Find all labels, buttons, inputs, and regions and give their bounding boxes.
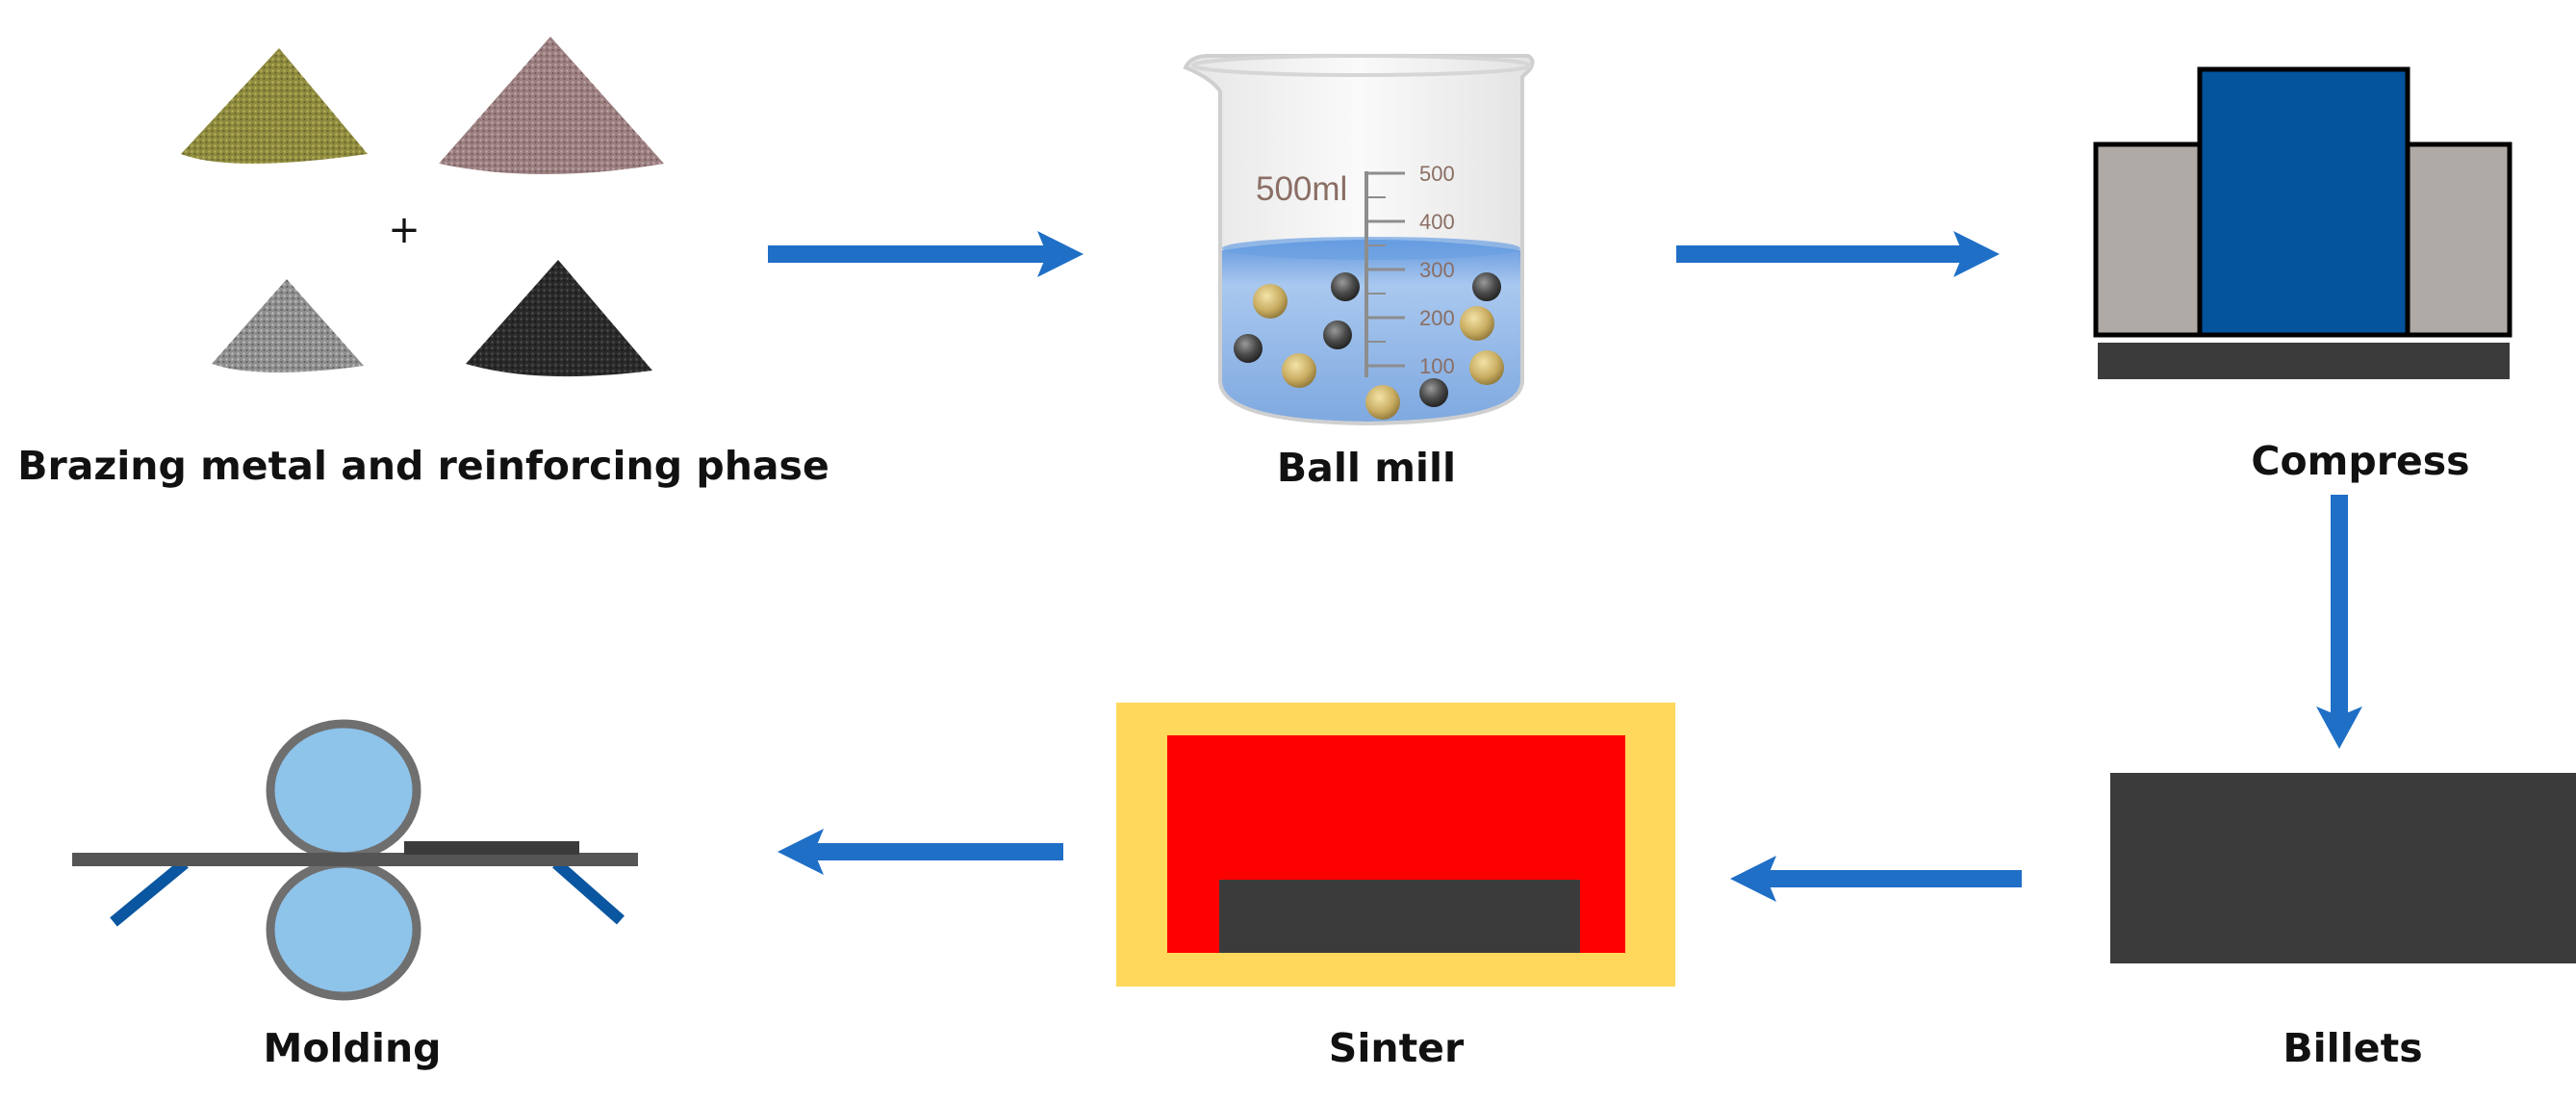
beaker-scale: 500 400 300 200 100 — [1365, 162, 1455, 378]
billets-label: Billets — [2283, 1025, 2422, 1071]
rose-powder-cone — [439, 37, 664, 174]
tick-label-500: 500 — [1419, 162, 1455, 186]
furnace — [1116, 703, 1675, 987]
press — [2093, 66, 2512, 379]
beaker: 500 400 300 200 100 500ml — [1183, 54, 1535, 426]
billet-block — [2110, 773, 2576, 963]
press-base — [2098, 343, 2510, 379]
press-left-wall — [2093, 141, 2205, 338]
upper-roller — [266, 719, 421, 861]
sinter-label: Sinter — [1329, 1025, 1465, 1071]
beaker-volume-label: 500ml — [1256, 170, 1347, 208]
grey-powder-cone — [212, 279, 364, 373]
milling-balls — [1234, 272, 1504, 420]
press-ram — [2197, 66, 2410, 338]
furnace-billet — [1219, 880, 1580, 953]
rolled-strip — [404, 841, 579, 855]
powders-label: Brazing metal and reinforcing phase — [17, 443, 829, 489]
press-right-wall — [2403, 141, 2512, 338]
compress-label: Compress — [2251, 438, 2469, 484]
arrow-ballmill-to-compress — [1676, 231, 2000, 277]
right-guide — [552, 859, 625, 925]
feed-table — [72, 853, 638, 866]
lower-roller — [266, 859, 421, 1001]
rolling-mill — [72, 719, 638, 1001]
arrow-powders-to-ballmill — [768, 231, 1084, 277]
ball-mill-label: Ball mill — [1277, 445, 1456, 491]
arrow-compress-to-billets — [2316, 495, 2362, 749]
black-powder-cone — [466, 260, 652, 377]
arrow-sinter-to-molding — [778, 829, 1063, 875]
left-guide — [110, 859, 189, 927]
plus-sign: + — [388, 208, 421, 252]
powder-group: + — [181, 37, 664, 377]
olive-powder-cone — [181, 48, 368, 164]
tick-label-200: 200 — [1419, 306, 1455, 330]
tick-label-300: 300 — [1419, 258, 1455, 282]
tick-label-400: 400 — [1419, 210, 1455, 234]
beaker-rim — [1191, 54, 1532, 77]
molding-label: Molding — [264, 1025, 442, 1071]
arrow-billets-to-sinter — [1730, 856, 2022, 902]
tick-label-100: 100 — [1419, 354, 1455, 378]
